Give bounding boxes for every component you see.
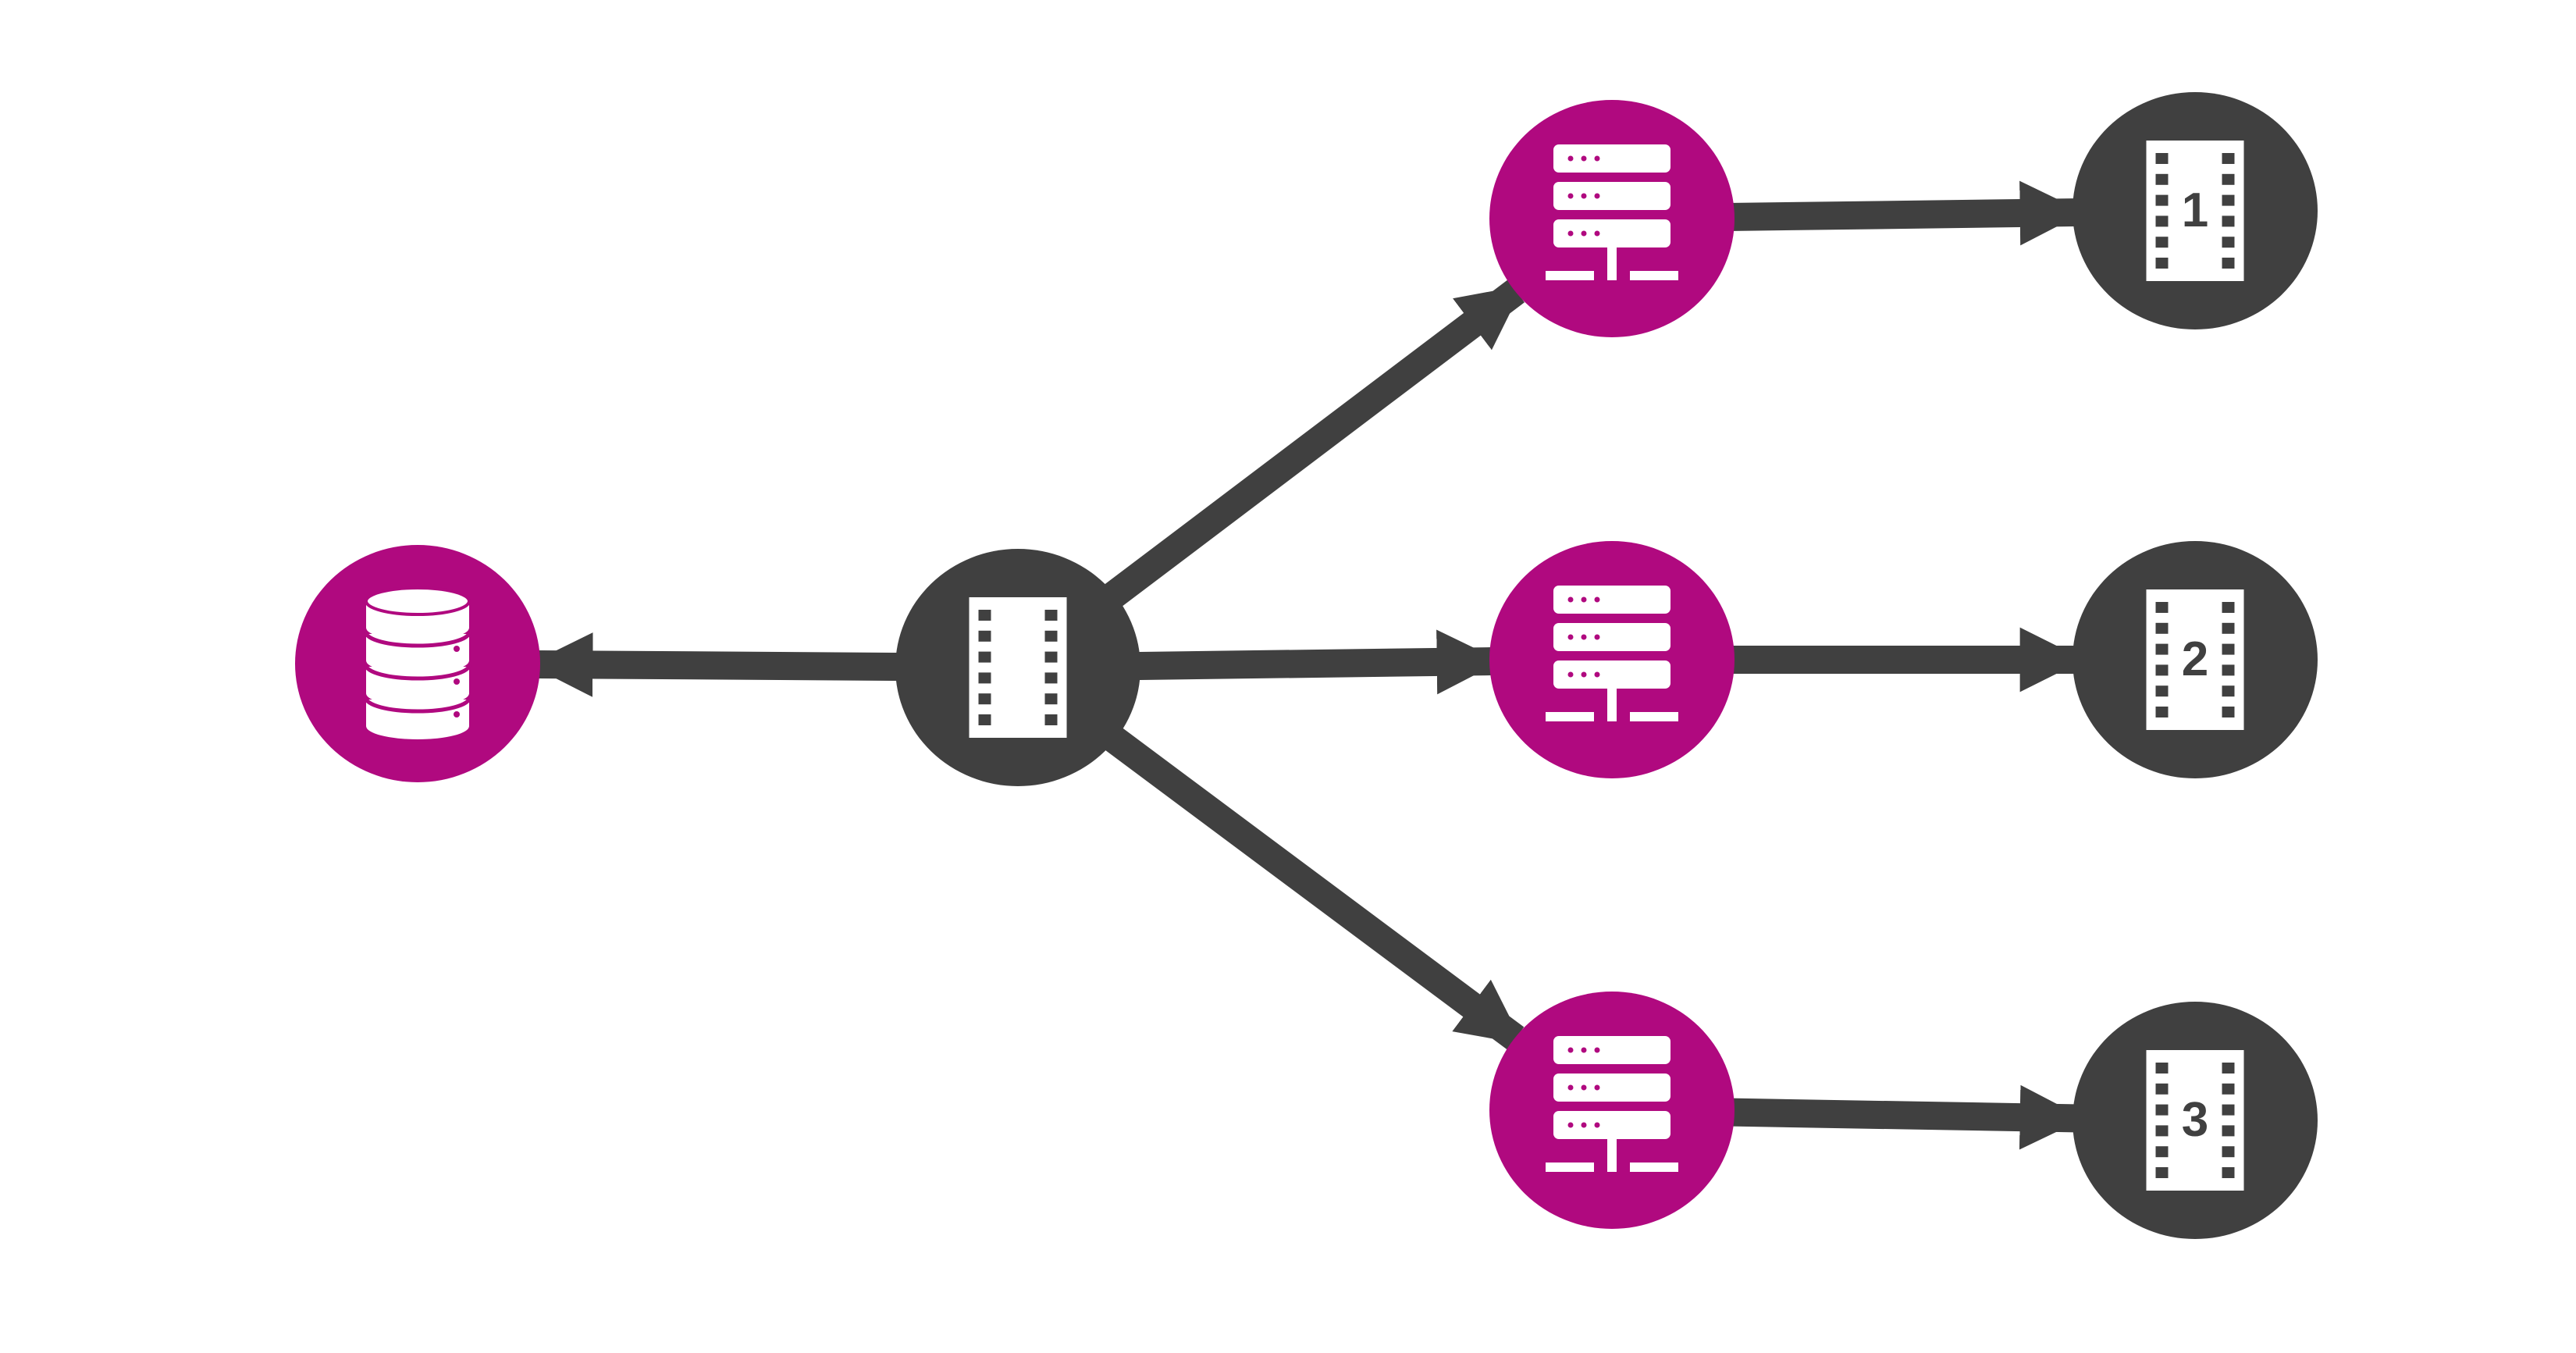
node-circle (1489, 992, 1735, 1229)
node-output-3: 3 (2073, 1002, 2318, 1239)
nodes-layer: 1 2 3 (295, 92, 2318, 1239)
node-source-video (895, 549, 1140, 786)
film-icon (969, 597, 1067, 738)
film-icon: 3 (2146, 1050, 2244, 1191)
arrow-server-1-to-output-1 (1726, 180, 2085, 246)
arrow-source-video-to-server-2 (1132, 629, 1502, 695)
film-icon: 2 (2146, 589, 2244, 730)
node-circle (1489, 100, 1735, 337)
film-number-label: 3 (2182, 1093, 2208, 1147)
node-server-2 (1489, 541, 1735, 778)
arrow-server-3-to-output-3 (1726, 1084, 2085, 1150)
node-server-3 (1489, 992, 1735, 1229)
server-icon (1546, 1036, 1678, 1172)
arrow-source-video-to-server-1 (1101, 280, 1525, 610)
film-number-label: 1 (2182, 183, 2208, 237)
arrow-source-video-to-server-3 (1101, 725, 1525, 1050)
arrow-source-video-to-database (528, 632, 904, 697)
node-database (295, 545, 540, 782)
edges-layer (528, 180, 2085, 1150)
film-number-label: 2 (2182, 632, 2208, 686)
server-icon (1546, 144, 1678, 280)
node-output-1: 1 (2073, 92, 2318, 329)
database-icon (364, 586, 471, 739)
server-icon (1546, 586, 1678, 721)
node-output-2: 2 (2073, 541, 2318, 778)
node-circle (1489, 541, 1735, 778)
film-icon: 1 (2146, 141, 2244, 281)
node-server-1 (1489, 100, 1735, 337)
